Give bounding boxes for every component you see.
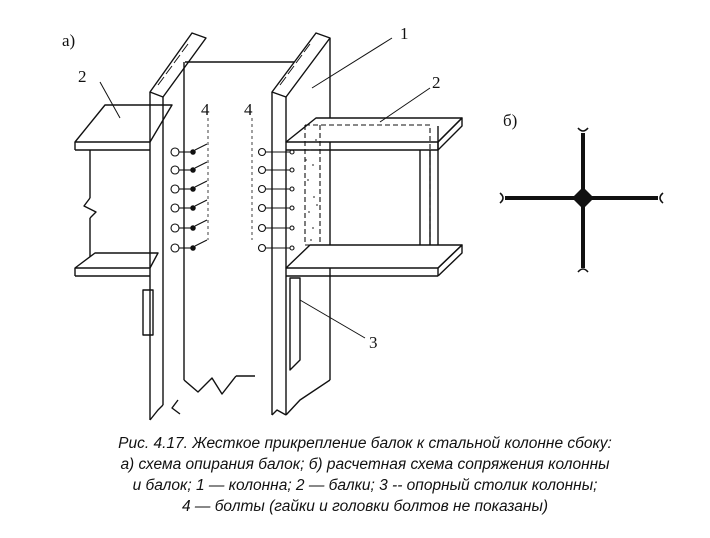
caption-line-1: Рис. 4.17. Жесткое прикрепление балок к … (118, 435, 612, 452)
callout-bolts-left: 4 (201, 100, 210, 119)
caption-line-4: 4 — болты (гайки и головки болтов не пок… (181, 498, 549, 515)
figure-caption: Рис. 4.17. Жесткое прикрепление балок к … (60, 433, 670, 517)
calculation-scheme (499, 127, 664, 273)
bolts-right (251, 118, 295, 253)
callout-table: 3 (369, 333, 378, 352)
right-beam (285, 117, 463, 371)
callout-column: 1 (400, 24, 409, 43)
callout-beam-left: 2 (78, 67, 87, 86)
left-beam (74, 104, 173, 336)
beam-column-connection-drawing (74, 32, 664, 421)
bolts-left (170, 118, 209, 253)
callout-beam-right: 2 (432, 73, 441, 92)
leader-lines (99, 37, 431, 339)
panel-label-a: а) (62, 31, 76, 50)
caption-line-2: а) схема опирания балок; б) расчетная сх… (120, 456, 610, 473)
caption-line-3: и балок; 1 — колонна; 2 — балки; 3 -- оп… (132, 477, 598, 494)
column (149, 32, 331, 421)
panel-label-b: б) (503, 111, 518, 130)
callout-bolts-right: 4 (244, 100, 253, 119)
